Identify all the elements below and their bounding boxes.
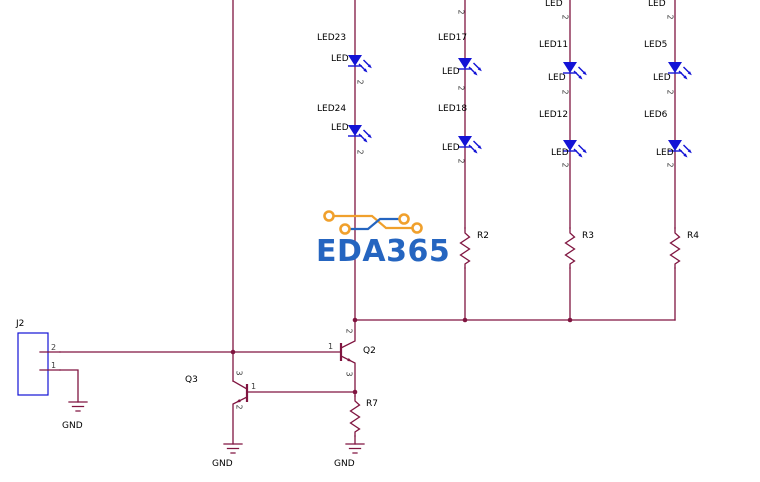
junction-dots [230, 317, 573, 395]
led17-symbol[interactable] [457, 57, 483, 77]
led-value-label: LED [656, 148, 674, 158]
led12-designator[interactable]: LED12 [539, 110, 569, 120]
pin-number: 2 [456, 85, 466, 91]
led-value-label: LED [653, 73, 671, 83]
pin-number: 2 [665, 162, 675, 168]
led23-symbol[interactable] [347, 54, 373, 74]
led18-designator[interactable]: LED18 [438, 104, 468, 114]
q3-symbol[interactable] [232, 380, 249, 445]
pin-number: 2 [234, 404, 244, 410]
led11-symbol[interactable] [562, 61, 588, 81]
pad-icon [411, 222, 423, 234]
pad-icon [339, 223, 351, 235]
r7-designator[interactable]: R7 [366, 399, 378, 409]
pin-number: 2 [344, 328, 354, 334]
gnd-label: GND [334, 459, 355, 469]
pin-number: 2 [560, 89, 570, 95]
pin-number: 3 [344, 371, 354, 377]
q3-designator[interactable]: Q3 [185, 375, 198, 385]
led-value-label: LED [442, 143, 460, 153]
pin-number: 2 [456, 9, 466, 15]
led-value-label: LED [551, 148, 569, 158]
led17-designator[interactable]: LED17 [438, 33, 468, 43]
pad-icon [398, 213, 410, 225]
j2-connector[interactable] [17, 332, 61, 396]
pin-number: 1 [328, 342, 334, 351]
pin-number: 3 [234, 370, 244, 376]
pin-number: 2 [355, 149, 365, 155]
pin-number: 2 [355, 79, 365, 85]
gnd-symbol-j2[interactable] [68, 401, 88, 412]
led-value-label: LED [442, 67, 460, 77]
led24-symbol[interactable] [347, 124, 373, 144]
gnd-label: GND [212, 459, 233, 469]
led6-designator[interactable]: LED6 [644, 110, 668, 120]
gnd-symbol-q3[interactable] [223, 443, 243, 454]
pin-number: 2 [456, 158, 466, 164]
led-value-label: LED [545, 0, 563, 9]
r4-symbol[interactable] [669, 227, 681, 269]
eda365-logo-traces [323, 210, 423, 235]
led-value-label: LED [331, 123, 349, 133]
r3-symbol[interactable] [564, 227, 576, 269]
gnd-symbol-r7[interactable] [345, 443, 365, 454]
r3-designator[interactable]: R3 [582, 231, 594, 241]
led18-symbol[interactable] [457, 135, 483, 155]
j2-designator[interactable]: J2 [16, 319, 25, 329]
pin-number: 2 [665, 89, 675, 95]
r7-symbol[interactable] [349, 395, 361, 437]
led-value-label: LED [548, 73, 566, 83]
led11-designator[interactable]: LED11 [539, 40, 569, 50]
q2-designator[interactable]: Q2 [363, 346, 376, 356]
gnd-label: GND [62, 421, 83, 431]
led-value-label: LED [331, 54, 349, 64]
led5-designator[interactable]: LED5 [644, 40, 668, 50]
pad-icon [323, 210, 335, 222]
r2-symbol[interactable] [459, 227, 471, 269]
led23-designator[interactable]: LED23 [317, 33, 347, 43]
pin-number: 2 [560, 162, 570, 168]
led5-symbol[interactable] [667, 61, 693, 81]
pin-number: 1 [251, 382, 257, 391]
pin-number: 2 [665, 14, 675, 20]
led-value-label: LED [648, 0, 666, 9]
pin-number: 2 [560, 14, 570, 20]
pin-number: 1 [51, 361, 57, 370]
pin-number: 2 [51, 343, 57, 352]
r4-designator[interactable]: R4 [687, 231, 699, 241]
q2-symbol[interactable] [339, 319, 356, 393]
r2-designator[interactable]: R2 [477, 231, 489, 241]
led24-designator[interactable]: LED24 [317, 104, 347, 114]
eda365-watermark-text: EDA365 [316, 234, 451, 269]
wire-net[interactable] [59, 0, 676, 445]
